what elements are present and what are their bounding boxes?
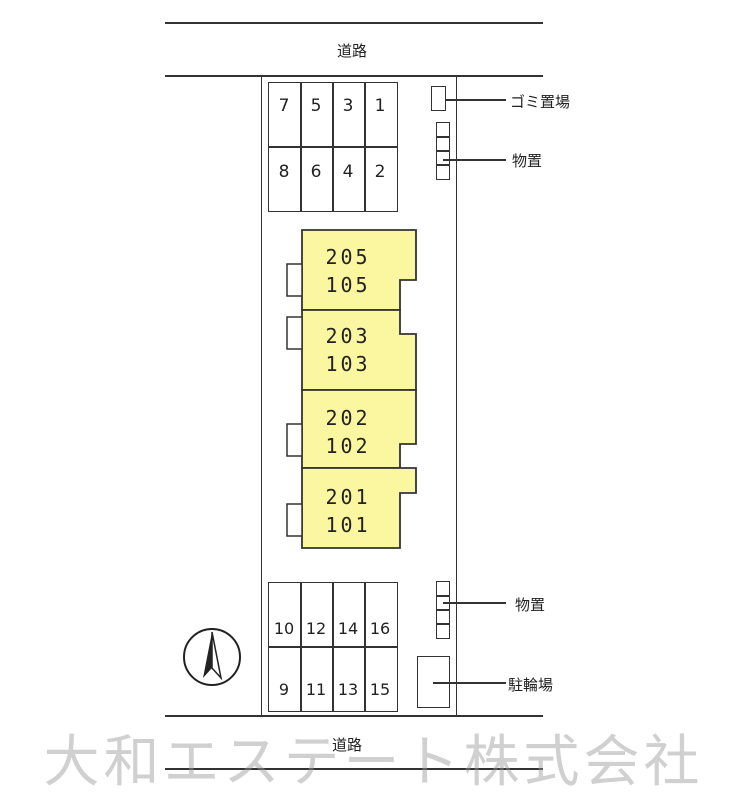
parking-slot: 12	[305, 619, 327, 638]
parking-bottom: 10 12 14 16 9 11 13 15	[268, 582, 398, 712]
company-watermark: 大和エステート株式会社	[43, 730, 704, 795]
storage-top-label: 物置	[512, 152, 543, 170]
balcony	[286, 316, 303, 350]
storage-bottom-leader-line	[443, 602, 506, 604]
parking-slot: 9	[278, 680, 290, 699]
parking-top: 7 5 3 1 8 6 4 2	[268, 82, 398, 212]
bottom-road-label: 道路	[332, 736, 363, 754]
parking-slot: 4	[342, 162, 354, 182]
parking-slot: 15	[369, 680, 391, 699]
storage-bottom-label: 物置	[515, 596, 546, 614]
parking-slot: 2	[374, 162, 386, 182]
garbage-area	[431, 86, 446, 111]
unit-label: 201 101	[325, 485, 371, 537]
parking-slot: 5	[310, 96, 322, 116]
north-arrow-icon	[183, 628, 241, 686]
bottom-boundary-line	[165, 715, 543, 717]
parking-slot: 8	[278, 162, 290, 182]
bicycle-label: 駐輪場	[508, 676, 554, 694]
bicycle-leader-line	[433, 682, 506, 684]
top-road-label: 道路	[337, 42, 368, 60]
garbage-leader-line	[446, 99, 506, 101]
bottom-road-line	[165, 768, 543, 770]
parking-slot: 3	[342, 96, 354, 116]
building-201-101	[301, 467, 417, 549]
unit-label: 202 102	[325, 406, 371, 458]
top-road-line	[165, 22, 543, 24]
parking-slot: 16	[369, 619, 391, 638]
balcony	[286, 263, 303, 297]
parking-slot: 7	[278, 96, 290, 116]
unit-label: 203 103	[325, 324, 371, 376]
balcony	[286, 423, 303, 457]
parking-slot: 1	[374, 96, 386, 116]
unit-label: 205 105	[325, 245, 371, 297]
balcony	[286, 503, 303, 537]
parking-slot: 14	[337, 619, 359, 638]
storage-top-leader-line	[443, 159, 506, 161]
garbage-label: ゴミ置場	[510, 93, 571, 111]
parking-slot: 6	[310, 162, 322, 182]
parking-slot: 13	[337, 680, 359, 699]
parking-slot: 11	[305, 680, 327, 699]
parking-slot: 10	[273, 619, 295, 638]
